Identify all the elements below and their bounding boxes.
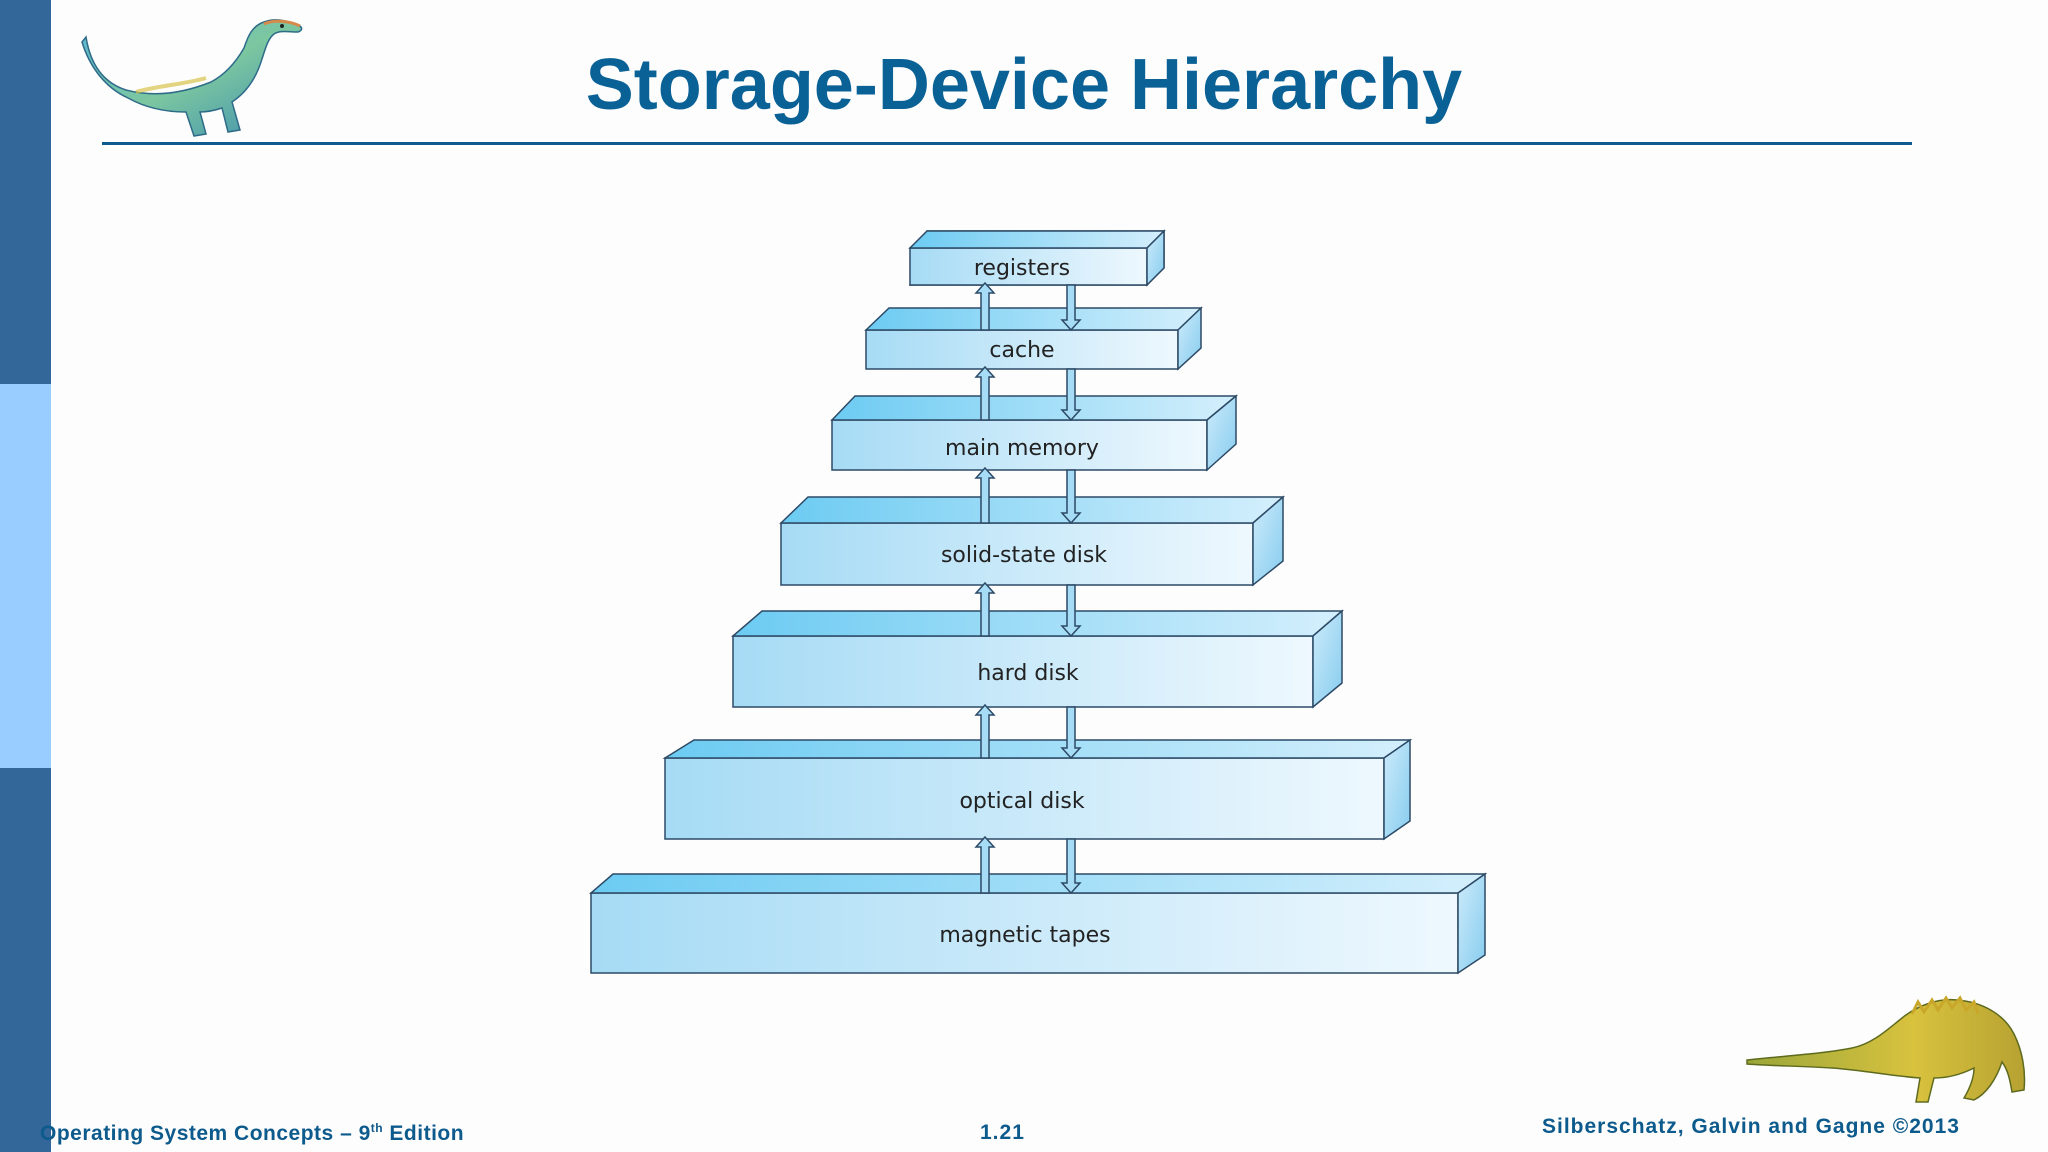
level-solid-state-disk-label: solid-state disk bbox=[941, 543, 1107, 568]
up-arrow-3 bbox=[974, 581, 996, 637]
slide-page-number: 1.21 bbox=[980, 1121, 1025, 1144]
level-magnetic-tapes: magnetic tapes bbox=[588, 872, 1488, 975]
down-arrow-5 bbox=[1060, 838, 1082, 895]
level-hard-disk-side bbox=[1312, 609, 1343, 709]
level-magnetic-tapes-front bbox=[590, 892, 1459, 974]
level-magnetic-tapes-top bbox=[588, 873, 1488, 894]
sidebar-bottom-band bbox=[0, 768, 51, 1152]
down-arrow-0 bbox=[1060, 284, 1082, 332]
up-arrow-0 bbox=[974, 281, 996, 331]
level-main-memory: main memory bbox=[830, 394, 1239, 472]
up-arrow-2 bbox=[974, 466, 996, 524]
level-hard-disk-top bbox=[730, 610, 1345, 637]
footer-copyright: Silberschatz, Galvin and Gagne ©2013 bbox=[1542, 1115, 1960, 1138]
level-cache-top bbox=[864, 307, 1203, 331]
footer-book-title: Operating System Concepts – 9th Edition bbox=[40, 1121, 465, 1145]
sidebar bbox=[0, 0, 51, 1152]
down-arrow-1 bbox=[1060, 368, 1082, 422]
level-optical-disk-label: optical disk bbox=[959, 789, 1084, 814]
level-solid-state-disk: solid-state disk bbox=[779, 495, 1286, 587]
level-optical-disk: optical disk bbox=[662, 738, 1413, 841]
level-solid-state-disk-front bbox=[780, 522, 1254, 586]
level-cache-front bbox=[865, 329, 1179, 370]
level-optical-disk-side bbox=[1383, 738, 1411, 841]
sidebar-top-band bbox=[0, 0, 51, 384]
dinosaur-logo-top bbox=[81, 19, 303, 137]
up-arrow-5 bbox=[974, 835, 996, 894]
up-arrow-4 bbox=[974, 703, 996, 759]
down-arrow-3 bbox=[1060, 584, 1082, 638]
up-arrow-1 bbox=[974, 365, 996, 421]
dinosaur-logo-bottom bbox=[1746, 995, 2026, 1103]
level-magnetic-tapes-label: magnetic tapes bbox=[939, 923, 1110, 948]
sidebar-middle-band bbox=[0, 384, 51, 768]
level-main-memory-label: main memory bbox=[945, 436, 1099, 461]
level-cache-side bbox=[1177, 306, 1202, 371]
transfer-arrows bbox=[974, 281, 1082, 895]
level-registers: registers bbox=[908, 229, 1166, 287]
level-magnetic-tapes-side bbox=[1457, 872, 1486, 975]
level-solid-state-disk-side bbox=[1252, 495, 1284, 587]
level-main-memory-top bbox=[830, 395, 1239, 421]
level-cache: cache bbox=[864, 306, 1203, 371]
level-optical-disk-top bbox=[662, 739, 1413, 759]
level-main-memory-front bbox=[831, 419, 1208, 471]
level-optical-disk-front bbox=[664, 757, 1385, 840]
title-rule bbox=[102, 142, 1912, 145]
level-hard-disk-label: hard disk bbox=[977, 661, 1079, 686]
level-hard-disk: hard disk bbox=[730, 609, 1345, 709]
down-arrow-4 bbox=[1060, 706, 1082, 760]
level-registers-label: registers bbox=[974, 256, 1070, 281]
slide-title: Storage-Device Hierarchy bbox=[585, 45, 1463, 125]
level-solid-state-disk-top bbox=[779, 496, 1286, 524]
down-arrow-2 bbox=[1060, 469, 1082, 525]
level-cache-label: cache bbox=[989, 338, 1054, 363]
level-hard-disk-front bbox=[732, 635, 1314, 708]
level-main-memory-side bbox=[1206, 394, 1237, 472]
